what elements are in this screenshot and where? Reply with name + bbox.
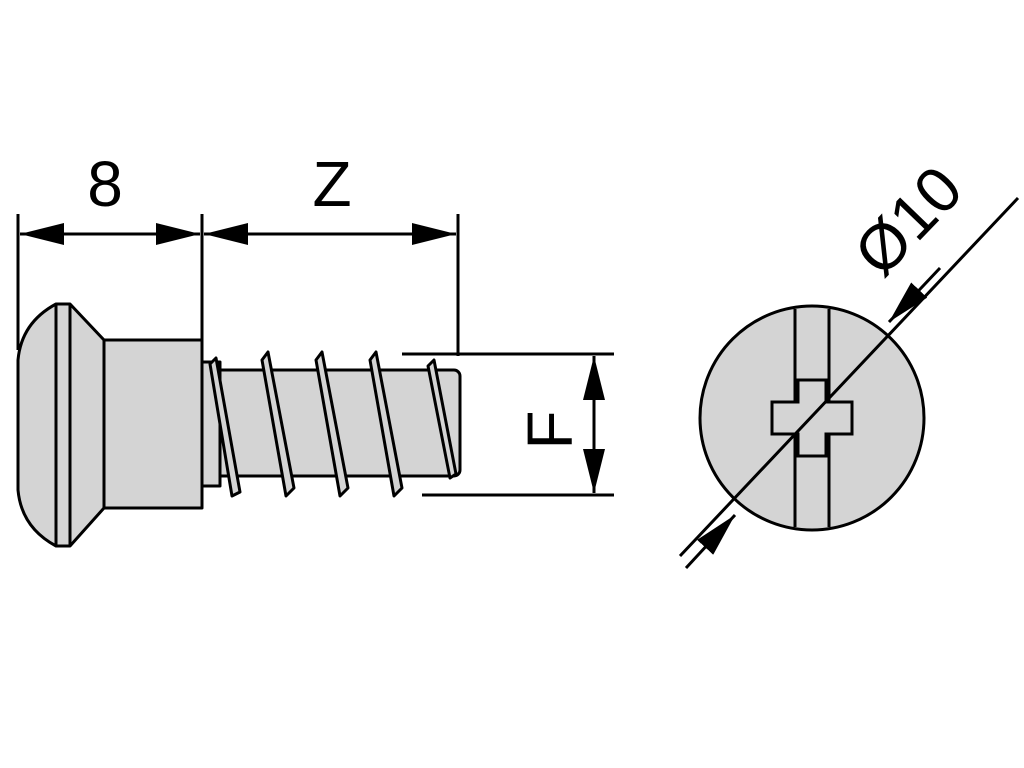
dimension-arrow-upper — [887, 266, 942, 324]
dimension-thread-length — [204, 214, 460, 356]
screw-threads — [208, 350, 458, 498]
screw-head — [16, 302, 106, 548]
screw-collar — [102, 338, 204, 510]
thread-flight — [260, 350, 296, 498]
label-thread-length: Z — [312, 148, 351, 220]
label-thread-diameter: F — [514, 410, 586, 449]
thread-flight — [426, 358, 458, 480]
thread-flight — [208, 356, 242, 498]
dimension-head-diameter — [678, 196, 1020, 570]
label-head-length: 8 — [87, 148, 123, 220]
label-head-diameter: Ø10 — [840, 152, 976, 289]
dimension-head-length — [16, 214, 204, 350]
screw-side-view — [16, 302, 462, 548]
dimension-line — [678, 196, 1020, 558]
thread-flight — [314, 350, 350, 498]
dimension-thread-diameter — [402, 352, 614, 497]
thread-flight — [368, 350, 404, 498]
dimension-arrow-lower — [684, 513, 737, 570]
